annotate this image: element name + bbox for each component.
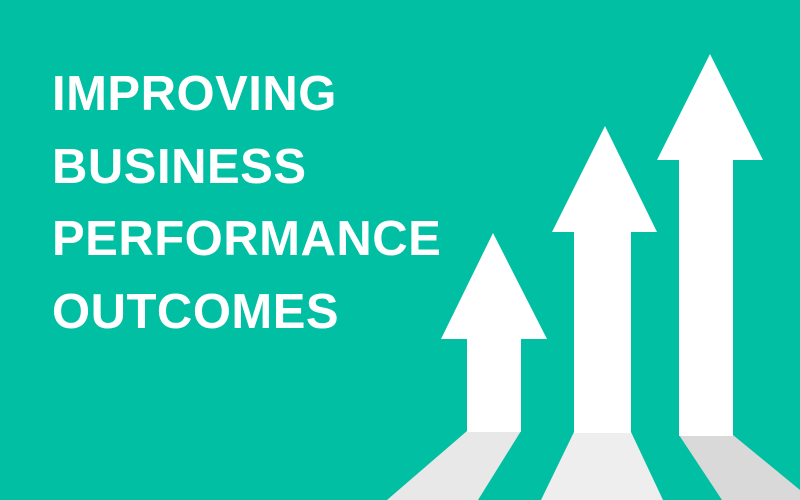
headline-line-3: PERFORMANCE: [52, 212, 442, 266]
headline-line-1: IMPROVING: [52, 67, 337, 121]
headline: IMPROVING BUSINESS PERFORMANCE OUTCOMES: [52, 58, 441, 348]
headline-line-2: BUSINESS: [52, 139, 307, 194]
arrow-up-tall-icon: [657, 54, 763, 436]
arrow-base-middle: [541, 432, 663, 500]
headline-line-4: OUTCOMES: [52, 284, 340, 339]
arrow-up-medium-icon: [552, 126, 657, 433]
arrow-base-right: [679, 435, 800, 500]
arrow-base-left: [387, 431, 521, 500]
arrow-up-short-icon: [441, 233, 547, 432]
